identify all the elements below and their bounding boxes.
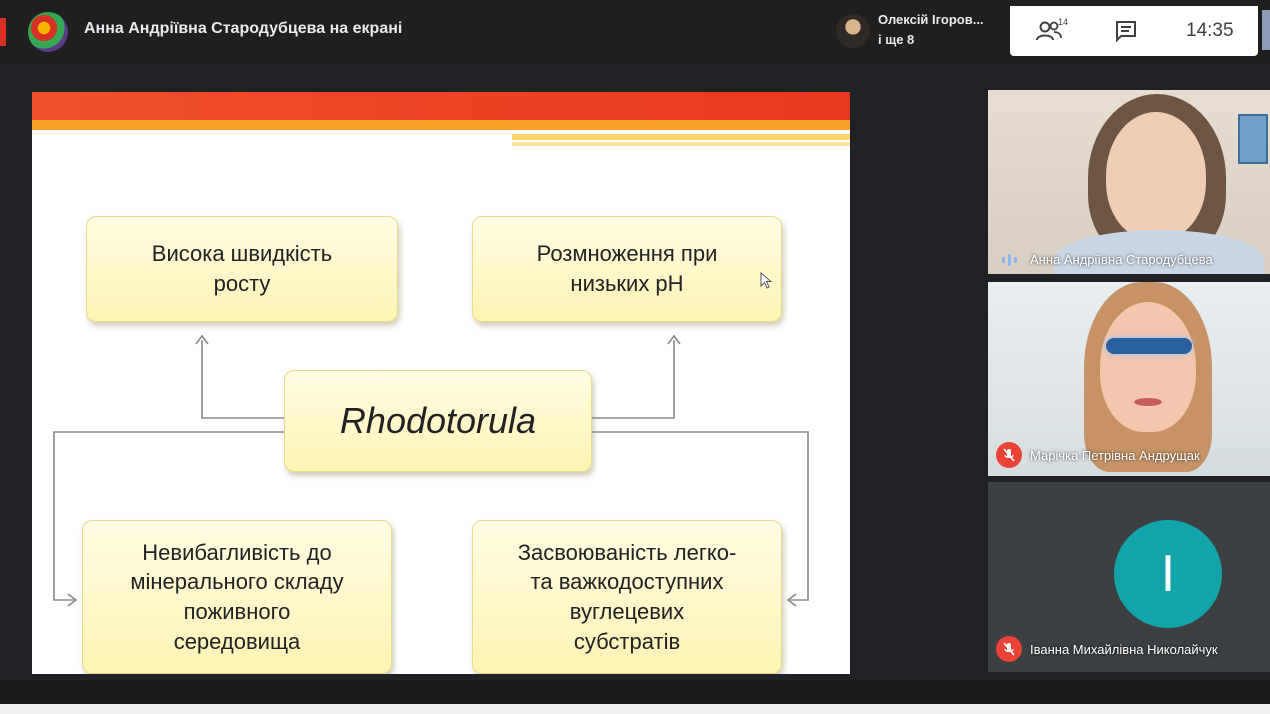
meeting-top-bar: Анна Андріївна Стародубцева на екрані Ол… (0, 0, 1270, 62)
participant-avatar[interactable] (836, 14, 870, 48)
left-edge-marker (0, 18, 6, 46)
presentation-slide: Висока швидкість росту Розмноження при н… (32, 92, 850, 674)
participant-initial-avatar: I (1114, 520, 1222, 628)
meeting-controls: 14 14:35 (1010, 6, 1258, 56)
trait-box-low-ph: Розмноження при низьких pH (472, 216, 782, 322)
trait-substrates-text: Засвоюваність легко- та важкодоступних в… (517, 539, 737, 654)
trait-growth-rate-text: Висока швидкість росту (151, 241, 333, 296)
clock: 14:35 (1186, 20, 1234, 41)
trait-box-substrates: Засвоюваність легко- та важкодоступних в… (472, 520, 782, 674)
speaking-indicator-icon (1002, 254, 1017, 266)
participant-video-lips (1134, 398, 1162, 406)
participant-video-face (1100, 302, 1196, 432)
people-button[interactable]: 14 (1036, 17, 1070, 44)
presenter-title: Анна Андріївна Стародубцева на екрані (84, 20, 403, 37)
mouse-cursor-icon (760, 272, 773, 289)
participant-more-count[interactable]: і ще 8 (878, 32, 915, 47)
slide-accent-line (512, 134, 850, 140)
participant-video-face (1106, 112, 1206, 240)
presenter-avatar (28, 12, 68, 52)
background-poster (1238, 114, 1268, 164)
trait-box-growth-rate: Висока швидкість росту (86, 216, 398, 322)
chat-button[interactable] (1114, 20, 1140, 44)
center-box-rhodotorula: Rhodotorula (284, 370, 592, 472)
trait-box-mineral: Невибагливість до мінерального складу по… (82, 520, 392, 674)
participant-name[interactable]: Олексій Ігоров... (878, 12, 984, 27)
people-count: 14 (1058, 17, 1069, 27)
slide-accent-line-thin (512, 142, 850, 146)
trait-mineral-text: Невибагливість до мінерального складу по… (130, 539, 344, 654)
participant-tile-2[interactable]: Марічка Петрівна Андрущак (988, 282, 1270, 476)
participant-tile-1[interactable]: Анна Андріївна Стародубцева (988, 90, 1270, 274)
chat-icon (1116, 21, 1136, 43)
participant-name-label: Іванна Михайлівна Николайчук (1030, 642, 1218, 657)
right-edge-panel (1262, 10, 1270, 50)
participant-video-body (1054, 230, 1264, 274)
participant-name-label: Анна Андріївна Стародубцева (1030, 252, 1213, 267)
people-icon (1036, 21, 1062, 41)
bottom-edge (0, 704, 1270, 714)
participant-video-glasses (1106, 338, 1192, 354)
mic-off-icon (996, 636, 1022, 662)
trait-low-ph-text: Розмноження при низьких pH (536, 241, 718, 296)
slide-header-stripe (32, 120, 850, 130)
participant-name-label: Марічка Петрівна Андрущак (1030, 448, 1200, 463)
participant-tile-3[interactable]: I Іванна Михайлівна Николайчук (988, 482, 1270, 672)
diagram-connectors (53, 334, 809, 607)
slide-header-bar (32, 92, 850, 120)
center-title-text: Rhodotorula (339, 399, 537, 441)
mic-off-icon (996, 442, 1022, 468)
